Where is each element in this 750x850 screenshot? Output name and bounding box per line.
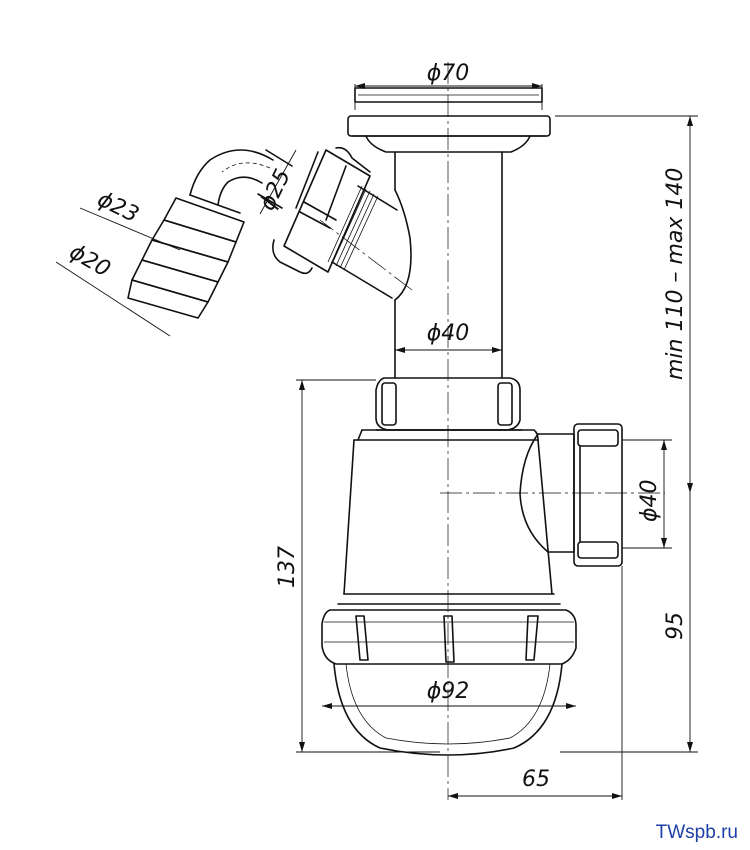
dim-outlet-height: 95 <box>663 612 688 640</box>
hose-elbow <box>127 149 293 319</box>
dim-outlet-diameter: ϕ25 <box>255 165 296 214</box>
top-flange <box>347 87 551 153</box>
vertical-tube <box>394 151 503 379</box>
center-lines <box>319 62 665 800</box>
side-outlet <box>519 423 623 567</box>
dim-tube-diameter: ϕ40 <box>427 321 470 346</box>
dim-overall-height: 137 <box>275 546 300 588</box>
upper-nut <box>375 377 523 431</box>
dimension-lines <box>55 83 698 800</box>
dim-height-range: min 110 – max 140 <box>663 168 688 380</box>
bottom-cap <box>321 609 577 756</box>
dim-side-outlet-diameter: ϕ40 <box>637 479 662 522</box>
bowl-body <box>337 429 561 605</box>
dim-outlet-offset: 65 <box>522 767 550 792</box>
dim-hose-inner-diameter: ϕ20 <box>65 240 114 283</box>
dim-top-flange-diameter: ϕ70 <box>427 61 470 86</box>
dim-hose-outer-diameter: ϕ23 <box>93 187 142 228</box>
watermark: TWspb.ru <box>655 822 738 843</box>
side-branch <box>272 146 398 299</box>
dim-bowl-diameter: ϕ92 <box>427 679 470 704</box>
